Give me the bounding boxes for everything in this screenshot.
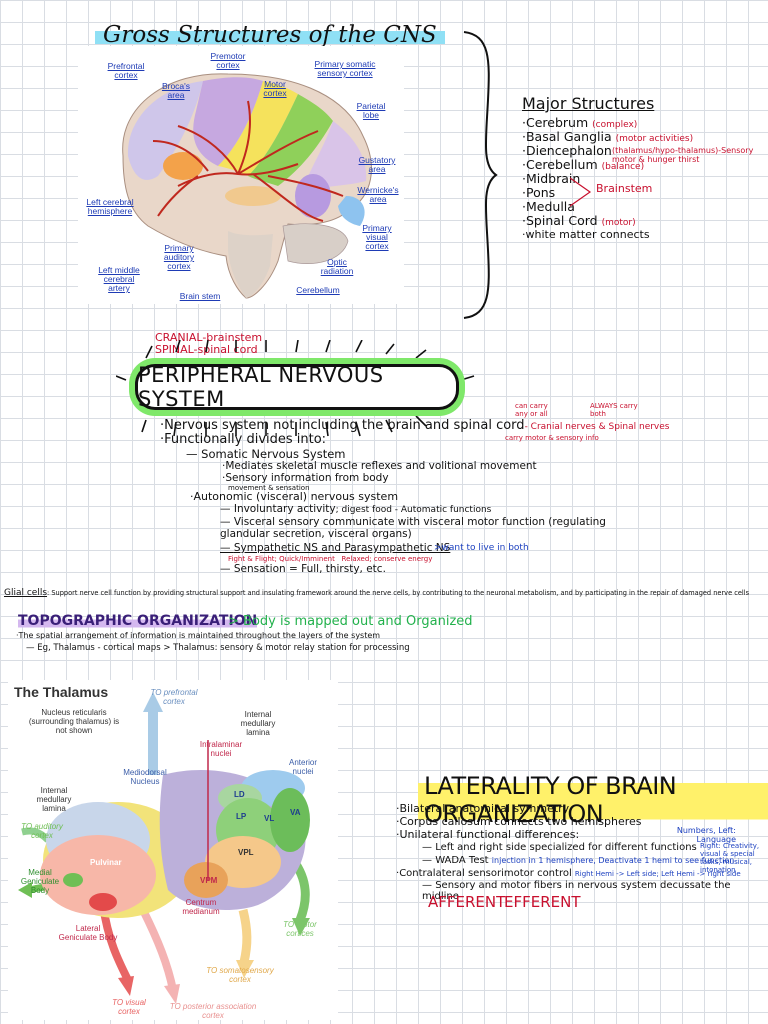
thal-to-visual: TO visual cortex [112, 998, 146, 1016]
lat-afferent: AFFERENT [428, 893, 506, 911]
label-cerebellum: Cerebellum [296, 285, 340, 295]
lat-item-0: ·Bilateral anatomical symmetry [396, 802, 570, 815]
pns-auto-item-2: — Sympathetic NS and Parasympathetic NS [220, 542, 451, 554]
label-brocas: Broca's area [161, 81, 191, 100]
lat-item-2: ·Unilateral functional differences: [396, 828, 580, 841]
label-primary-visual: Primary visual cortex [362, 223, 392, 251]
label-primary-somatic: Primary somatic sensory cortex [314, 59, 376, 78]
pns-auto-item-1: — Visceral sensory communicate with visc… [220, 516, 606, 540]
major-item-2: ·Diencephalon [522, 143, 612, 158]
topo-title: TOPOGRAPHIC ORGANIZATION [18, 613, 258, 629]
label-left-middle-artery: Left middle cerebral artery [98, 265, 140, 293]
thal-lp: LP [236, 812, 247, 821]
major-item-1: ·Basal Ganglia (motor activities) [522, 129, 694, 144]
topo-subtitle: > Body is mapped out and Organized [228, 614, 473, 629]
lat-item-4: — WADA Test injection in 1 hemisphere, D… [422, 855, 735, 866]
lat-item-6: — Sensory and motor fibers in nervous sy… [422, 880, 731, 902]
thal-ld: LD [234, 790, 245, 799]
pns-title: PERIPHERAL NERVOUS SYSTEM [135, 363, 459, 411]
thal-vl: VL [264, 814, 275, 823]
brainstem-arrow [569, 177, 592, 207]
label-motor: Motor cortex [263, 79, 287, 98]
curly-bracket [463, 31, 498, 319]
pns-auto-item-3: — Sensation = Full, thirsty, etc. [220, 563, 386, 575]
thal-centrum: Centrum medianum [182, 898, 220, 916]
pns-symp-note: Fight & Flight; Quick/Imminent Relaxed; … [228, 555, 433, 563]
thal-vpm: VPM [200, 876, 218, 885]
laterality-title: LATERALITY OF BRAIN ORGANIZATION [418, 772, 768, 828]
pns-somatic: — Somatic Nervous System [186, 447, 346, 461]
major-item-3: ·Cerebellum (balance) [522, 157, 645, 172]
thal-va: VA [290, 808, 301, 817]
pns-somatic-item-1: ·Sensory information from body [222, 472, 389, 484]
lat-right-note: Right: Creativity, visual & special task… [700, 842, 760, 874]
brain-illustration [122, 73, 372, 299]
lat-left-note: Numbers, Left: Language [676, 826, 736, 844]
pns-auto-item-0: — Involuntary activity; digest food - Au… [220, 503, 492, 515]
label-parietal: Parietal lobe [356, 101, 386, 120]
label-left-hemisphere: Left cerebral hemisphere [86, 197, 134, 216]
lat-item-3: — Left and right side specialized for di… [422, 842, 697, 853]
thal-mediodorsal: Mediodorsal Nucleus [123, 768, 167, 786]
thal-to-prefrontal: TO prefrontal cortex [150, 688, 198, 706]
pns-want-note: >want to live in both [434, 543, 529, 553]
major-heading: Major Structures [522, 94, 655, 113]
label-gustatory: Gustatory area [358, 155, 396, 174]
thalamus-diagram: The Thalamus Nucleus reticularis (surrou… [8, 680, 338, 1020]
brainstem-label: Brainstem [596, 182, 653, 195]
thal-internal-lamina-left: Internal medullary lamina [36, 786, 72, 813]
thalamus-note: Nucleus reticularis (surrounding thalamu… [28, 708, 120, 735]
label-brain-stem: Brain stem [179, 291, 221, 301]
pns-somatic-sub: movement & sensation [228, 484, 310, 492]
glial-label: Glial cells [4, 588, 48, 598]
thal-intralaminar: Intralaminar nuclei [199, 740, 243, 758]
glial-cells-line: Glial cells: Support nerve cell function… [4, 588, 768, 598]
pns-line1: ·Nervous system not including the brain … [160, 418, 670, 433]
major-item-5: ·Pons [522, 185, 556, 200]
lat-efferent: EFFERENT [504, 893, 581, 911]
label-optic-radiation: Optic radiation [320, 257, 354, 276]
thal-to-motor: TO motor cortices [283, 920, 317, 938]
lat-item-5: ·Contralateral sensorimotor control Righ… [396, 868, 741, 879]
pns-rays [116, 340, 475, 437]
cns-title: Gross Structures of the CNS [95, 22, 445, 48]
pns-autonomic: ·Autonomic (visceral) nervous system [190, 490, 399, 503]
major-item-0: ·Cerebrum (complex) [522, 115, 638, 130]
thal-pulvinar: Pulvinar [90, 858, 122, 867]
lat-item-1: ·Corpus callosum connects two hemisphere… [396, 815, 642, 828]
topo-line1: ·The spatial arrangement of information … [16, 631, 381, 640]
thal-internal-lamina-top: Internal medullary lamina [240, 710, 276, 737]
pns-line2: ·Functionally divides into: [160, 432, 327, 447]
thal-anterior: Anterior nuclei [288, 758, 317, 776]
label-wernickes: Wernicke's area [357, 185, 399, 204]
major-item-8: ·white matter connects [522, 228, 650, 241]
topo-line2: — Eg, Thalamus - cortical maps > Thalamu… [26, 643, 410, 653]
label-prefrontal: Prefrontal cortex [107, 61, 145, 80]
thal-vpl: VPL [238, 848, 254, 857]
thal-to-auditory: TO auditory cortex [21, 822, 63, 840]
label-primary-auditory: Primary auditory cortex [163, 243, 195, 271]
label-premotor: Premotor cortex [210, 51, 246, 70]
thal-to-somato: TO somatosensory cortex [206, 966, 274, 984]
thal-medial-geniculate: Medial Geniculate Body [20, 868, 60, 895]
brain-diagram: Prefrontal cortex Premotor cortex Primar… [78, 46, 404, 304]
thalamus-illustration [18, 692, 310, 1004]
major-item-6: ·Medulla [522, 199, 575, 214]
diencephalon-note: (thalamus/hypo-thalamus)-Sensory motor &… [612, 146, 754, 164]
thal-lateral-geniculate: Lateral Geniculate Body [58, 924, 118, 942]
major-item-4: ·Midbrain [522, 171, 581, 186]
thalamus-title: The Thalamus [14, 684, 109, 700]
glial-text: : Support nerve cell function by providi… [47, 589, 749, 597]
major-item-7: ·Spinal Cord (motor) [522, 213, 636, 228]
pns-somatic-item-0: ·Mediates skeletal muscle reflexes and v… [222, 460, 537, 472]
pns-line1-note2: carry motor & sensory info [505, 434, 599, 442]
thal-to-posterior: TO posterior association cortex [169, 1002, 257, 1020]
